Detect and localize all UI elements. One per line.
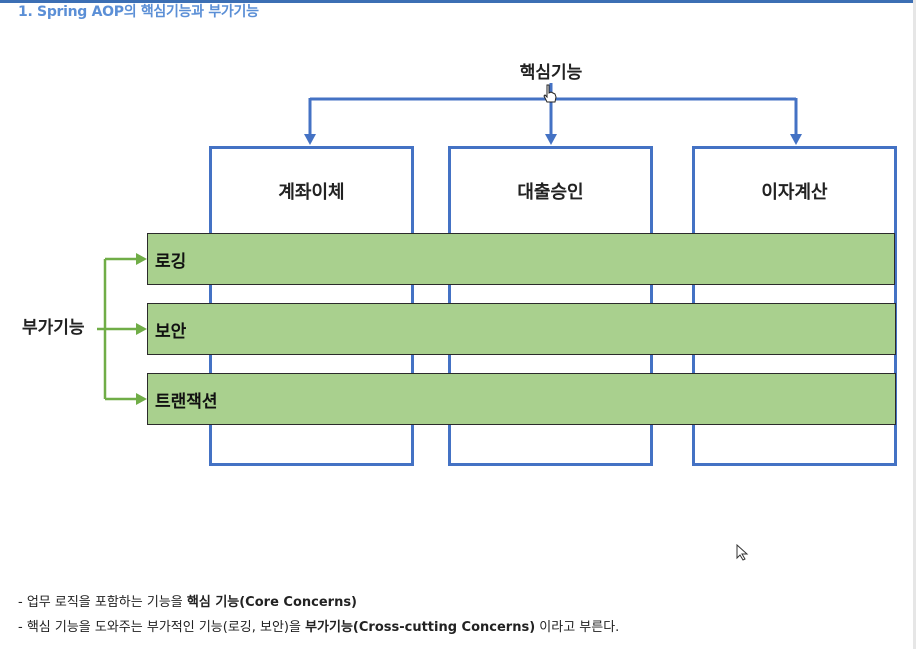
note-emphasis: 핵심 기능(Core Concerns) xyxy=(186,595,358,610)
note-aux: - 핵심 기능을 도와주는 부가적인 기능(로깅, 보안)을 부가기능(Cros… xyxy=(18,615,619,640)
aux-connector xyxy=(97,257,138,401)
note-core: - 업무 로직을 포함하는 기능을 핵심 기능(Core Concerns) xyxy=(18,590,619,615)
module-title: 대출승인 xyxy=(517,182,584,203)
note-text: - 업무 로직을 포함하는 기능을 xyxy=(18,595,187,610)
concern-label: 트랜잭션 xyxy=(155,392,218,412)
concern-bar-logging: 로깅 xyxy=(147,233,895,285)
scrollbar-track[interactable] xyxy=(913,0,916,649)
concern-label: 로깅 xyxy=(155,252,187,272)
note-text: 이라고 부른다. xyxy=(535,620,620,635)
section-heading: 1. Spring AOP의 핵심기능과 부가기능 xyxy=(18,4,259,20)
module-title: 이자계산 xyxy=(761,182,828,203)
top-rule xyxy=(0,0,916,3)
concern-bar-security: 보안 xyxy=(147,303,896,355)
arrow-cursor-icon xyxy=(736,544,749,561)
core-arrowheads xyxy=(304,134,802,145)
concern-bar-transaction: 트랜잭션 xyxy=(147,373,896,425)
core-concerns-label: 핵심기능 xyxy=(519,63,583,83)
module-title: 계좌이체 xyxy=(278,182,345,203)
aux-concerns-label: 부가기능 xyxy=(22,318,85,338)
hand-cursor-icon xyxy=(543,84,557,103)
note-text: - 핵심 기능을 도와주는 부가적인 기능(로깅, 보안)을 xyxy=(18,620,306,635)
note-emphasis: 부가기능(Cross-cutting Concerns) xyxy=(305,620,536,635)
notes: - 업무 로직을 포함하는 기능을 핵심 기능(Core Concerns) -… xyxy=(18,590,619,640)
concern-label: 보안 xyxy=(155,322,187,342)
aux-arrowheads xyxy=(136,253,147,405)
